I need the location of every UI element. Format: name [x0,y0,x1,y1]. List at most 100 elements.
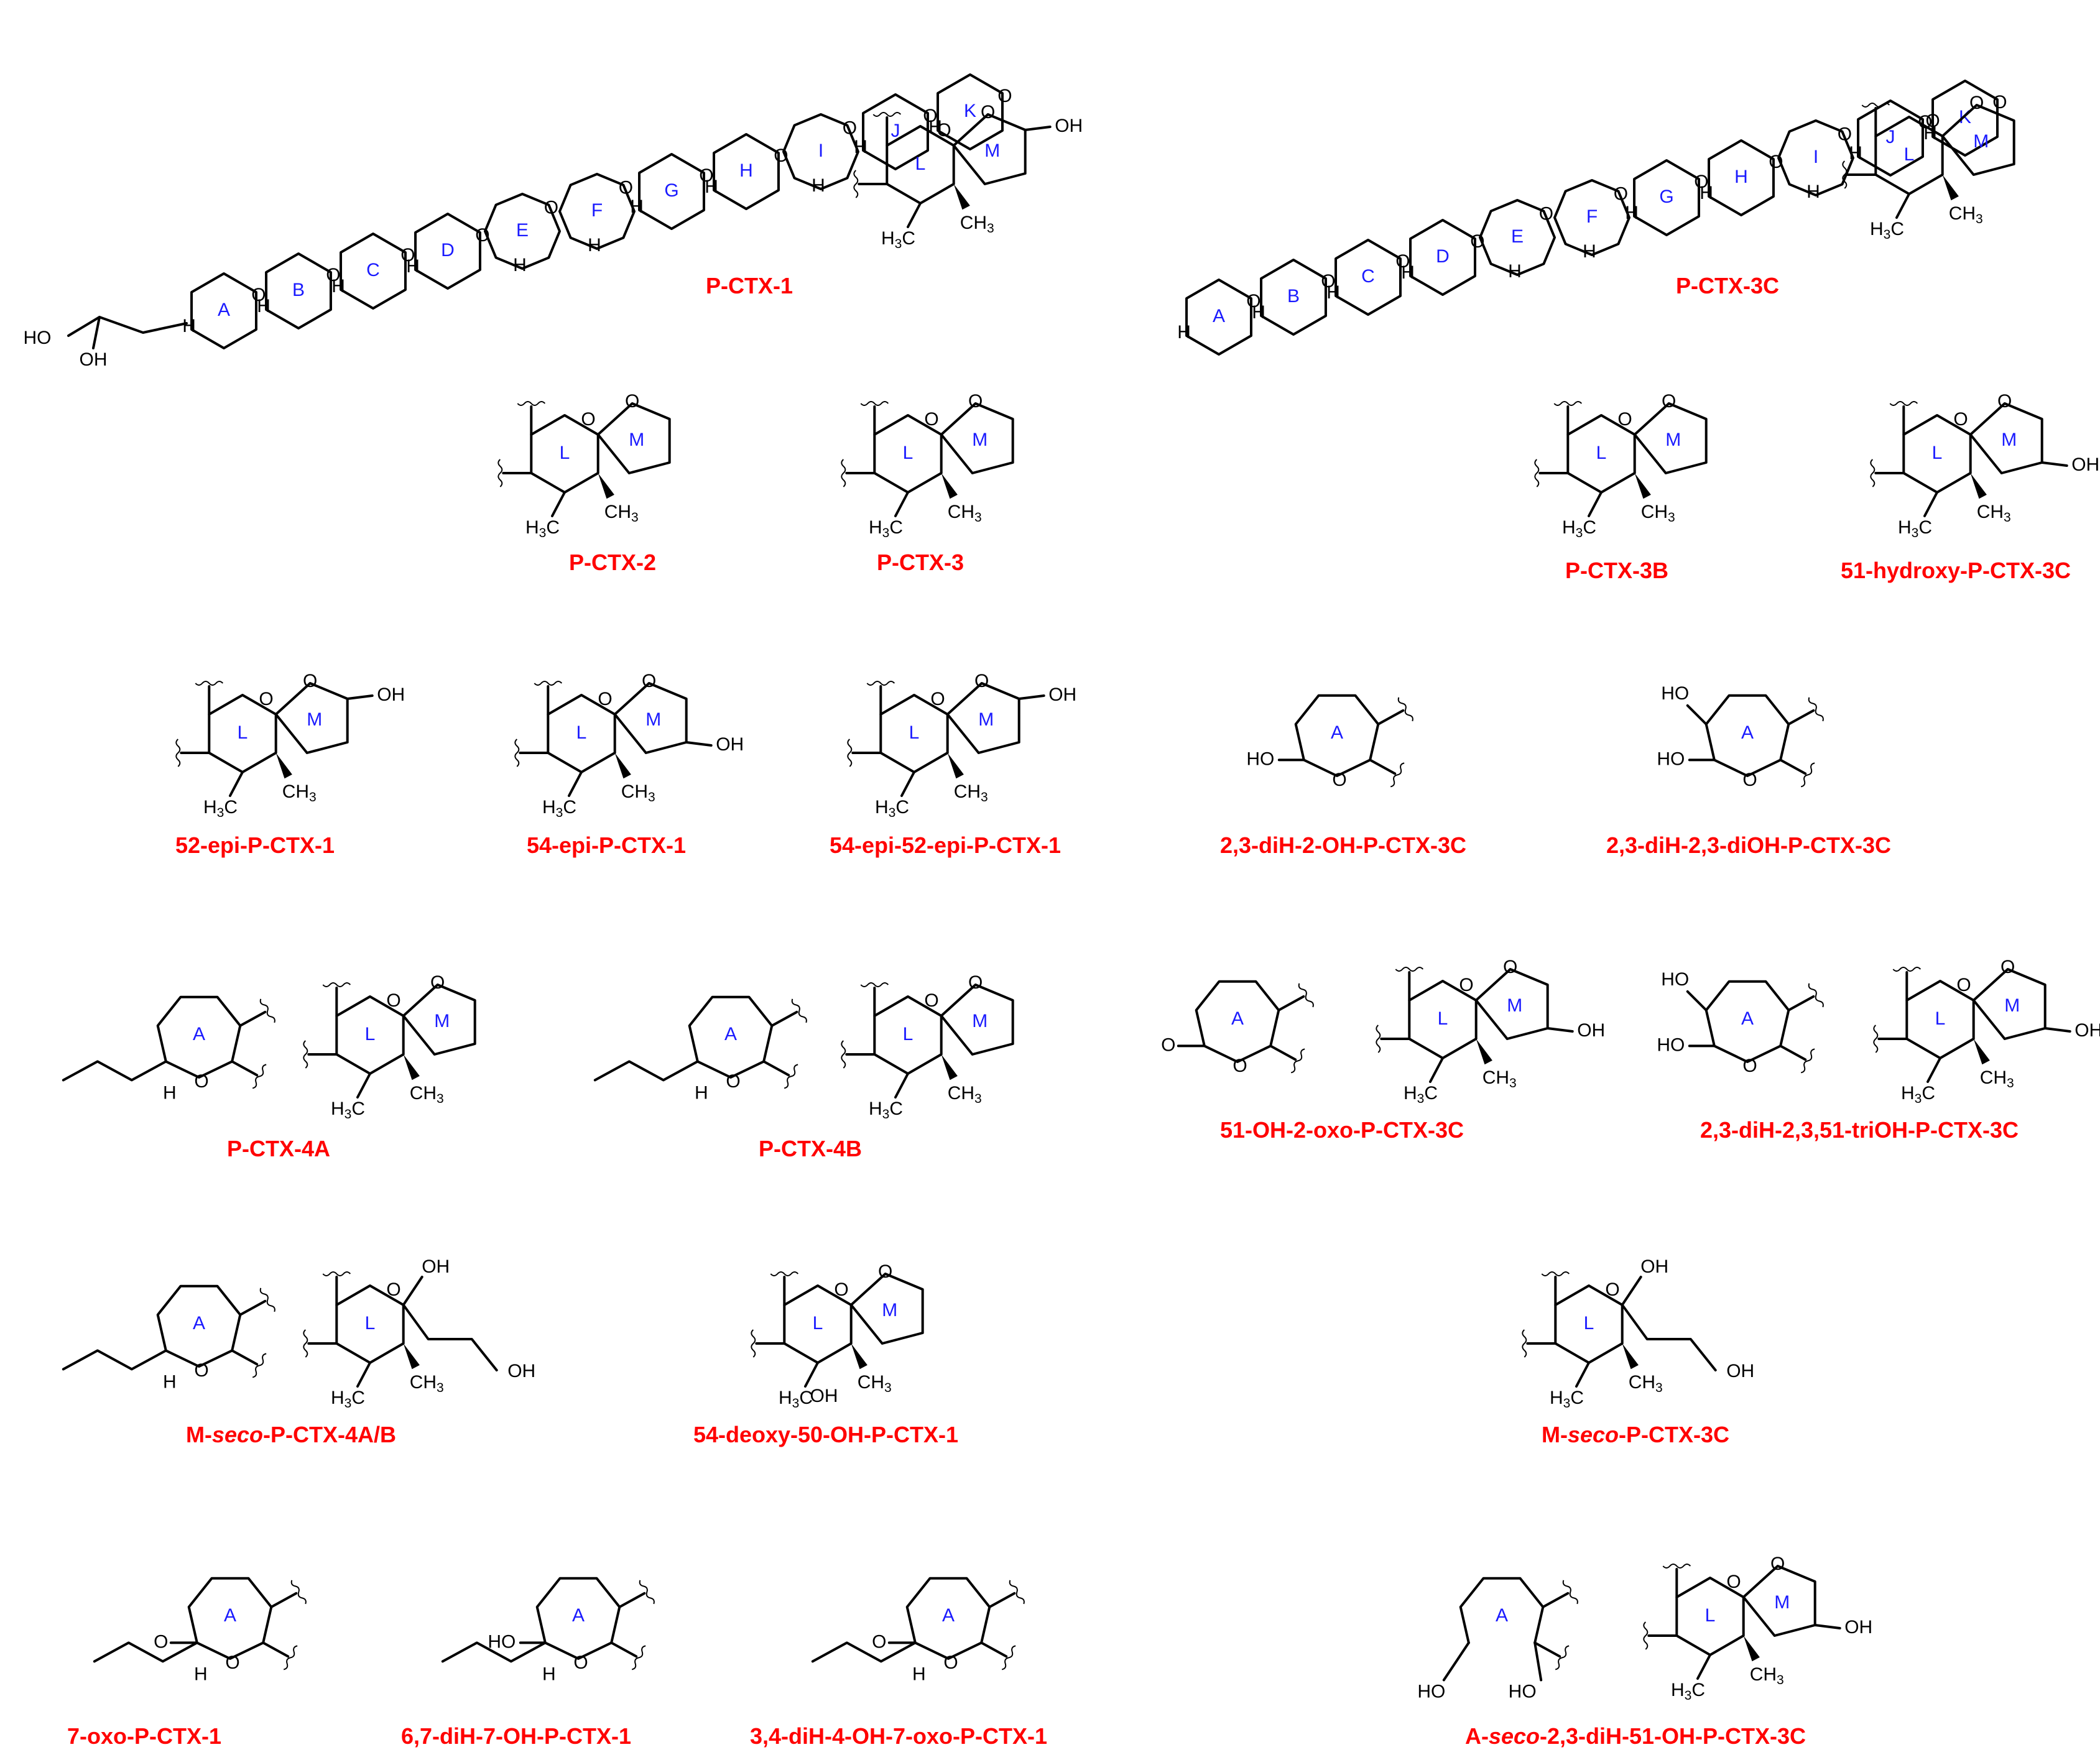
wavy-bond [283,1645,298,1670]
ring-letter-m: M [978,709,994,730]
bond [262,1641,290,1658]
bond [1633,159,1700,236]
atom-label: O [386,990,400,1011]
atom-label: HO [1657,1034,1685,1055]
atom-label: OH [80,349,108,370]
ring-letter-a: A [942,1605,955,1626]
bond [1895,193,1910,219]
bond [67,316,188,337]
ring-letter-d: D [1436,246,1450,267]
wedge-bond [1942,175,1959,201]
atom-label: HO [488,1631,516,1652]
bond [1195,980,1280,1063]
wedge-bond [614,753,631,779]
bond [2040,461,2068,467]
wavy-bond [1534,459,1540,487]
methyl-label: H3C [1901,1083,1935,1106]
wedge-bond [941,473,958,499]
wavy-bond [1290,1048,1305,1074]
wavy-bond [841,1040,846,1069]
methyl-label: H3C [1870,219,1904,242]
atom-label: HO [1657,749,1685,769]
atom-label: H [1700,183,1713,203]
atom-label: H [1508,261,1522,282]
atom-label: H [406,256,420,277]
ring-letter-l: L [1438,1008,1448,1029]
atom-label: O [194,1071,208,1092]
wedge-bond [1743,1636,1760,1662]
atom-label: OH [1577,1020,1605,1041]
wavy-bond [1390,762,1405,788]
bond [231,1349,259,1366]
bond [535,1577,621,1660]
methyl-label: H3C [1404,1083,1438,1106]
ring-letter-l: L [1932,443,1943,463]
methyl-label: H3C [203,797,238,820]
wavy-bond [1397,697,1413,722]
methyl-label: CH3 [282,781,317,804]
wavy-bond [259,998,275,1023]
atom-label: O [1395,251,1410,272]
wavy-bond [1808,983,1824,1008]
atom-label: O [1992,92,2007,113]
bond [2043,1027,2071,1033]
ring-letter-l: L [1705,1605,1716,1626]
bond [849,1273,924,1345]
bond [1941,104,2015,176]
bond [239,1299,267,1316]
wavy-bond [1009,1580,1025,1605]
ring-letter-a: A [1213,306,1225,326]
bond [1787,995,1815,1011]
bond [229,771,244,797]
wedge-bond [598,473,614,499]
ring-letter-l: L [1596,443,1607,463]
label-2-3-dih-2-3-dioh-p-ctx-3c: 2,3-diH-2,3-diOH-P-CTX-3C [1606,832,1891,858]
bond [900,771,915,797]
bond [402,1276,423,1306]
atom-label: O [1161,1034,1175,1055]
ring-letter-m: M [2004,995,2020,1016]
atom-label: H [630,196,644,217]
ring-letter-m: M [1774,1592,1790,1613]
atom-label: O [937,120,951,141]
atom-label: O [1662,391,1676,412]
bond [402,984,476,1056]
atom-label: HO [1246,749,1274,769]
label-2-3-dih-2-3-51-trioh-p-ctx-3c: 2,3-diH-2,3,51-triOH-P-CTX-3C [1700,1117,2019,1143]
atom-label: O [1742,1056,1757,1076]
bond [156,1284,242,1368]
bond [62,1349,167,1371]
wavy-bond [322,982,351,987]
atom-label: OH [1726,1361,1754,1381]
bond [265,252,332,329]
bond [1777,119,1854,196]
ring-letter-f: F [591,200,603,221]
atom-label: O [1614,183,1628,204]
atom-label: O [1742,770,1757,790]
label-p-ctx-3: P-CTX-3 [877,550,964,575]
atom-label: O [1246,291,1260,311]
atom-label: O [544,197,558,218]
label-54-epi-52-epi-p-ctx-1: 54-epi-52-epi-P-CTX-1 [830,832,1061,858]
label-51-hydroxy-p-ctx-3c: 51-hydroxy-P-CTX-3C [1841,558,2071,583]
atom-label: O [154,1631,168,1652]
wedge-bond [275,753,292,779]
bond [402,1304,498,1371]
atom-label: H [695,1082,708,1103]
atom-label: O [430,972,445,993]
bond [1575,1361,1590,1388]
label-m-seco-p-ctx-4a-b: M-seco-P-CTX-4A/B [186,1422,396,1447]
atom-label: O [943,1652,958,1673]
methyl-label: H3C [869,1099,903,1122]
wavy-bond [252,1353,267,1378]
wavy-bond [175,739,181,767]
ring-letter-a: A [193,1024,205,1044]
atom-label: H [1625,203,1639,223]
ring-letter-i: I [1813,147,1818,167]
wavy-bond [1541,1271,1570,1276]
label-p-ctx-4b: P-CTX-4B [759,1136,862,1161]
label-3-4-dih-4-oh-7-oxo-p-ctx-1: 3,4-diH-4-OH-7-oxo-P-CTX-1 [750,1723,1047,1749]
atom-label: O [1953,409,1968,430]
